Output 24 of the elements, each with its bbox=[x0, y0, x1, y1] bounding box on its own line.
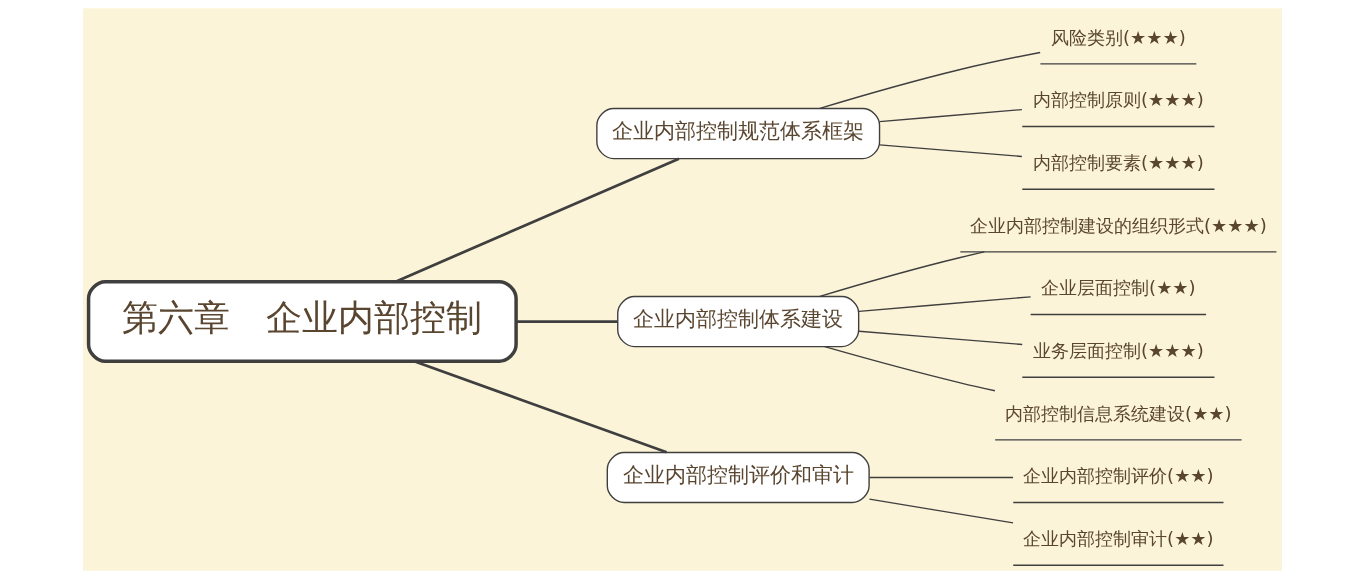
node-box: 第六章 企业内部控制 bbox=[86, 280, 518, 363]
node-text: 内部控制信息系统建设(★★) bbox=[1005, 402, 1232, 424]
node-text: 风险类别(★★★) bbox=[1050, 26, 1186, 48]
connector bbox=[819, 51, 1041, 110]
node-text: 业务层面控制(★★★) bbox=[1032, 339, 1204, 361]
connector bbox=[868, 476, 1014, 479]
connector bbox=[823, 345, 996, 392]
connector bbox=[868, 498, 1014, 524]
node-text: 企业内部控制建设的组织形式(★★★) bbox=[969, 214, 1267, 236]
node-text: 企业层面控制(★★) bbox=[1041, 277, 1196, 299]
node-box: 企业内部控制规范体系框架 bbox=[596, 107, 881, 160]
connector bbox=[858, 330, 1023, 346]
connector bbox=[819, 251, 985, 298]
node-text: 企业内部控制审计(★★) bbox=[1023, 527, 1214, 549]
connector bbox=[395, 157, 680, 283]
node-box: 企业内部控制评价和审计 bbox=[606, 451, 870, 504]
connector bbox=[858, 296, 1032, 313]
connector bbox=[878, 108, 1023, 123]
node-text: 内部控制原则(★★★) bbox=[1032, 89, 1204, 111]
connector bbox=[516, 320, 618, 323]
node-box: 企业内部控制体系建设 bbox=[617, 295, 860, 348]
node-text: 企业内部控制评价(★★) bbox=[1023, 465, 1214, 487]
connector bbox=[878, 144, 1023, 158]
node-text: 内部控制要素(★★★) bbox=[1032, 151, 1204, 173]
